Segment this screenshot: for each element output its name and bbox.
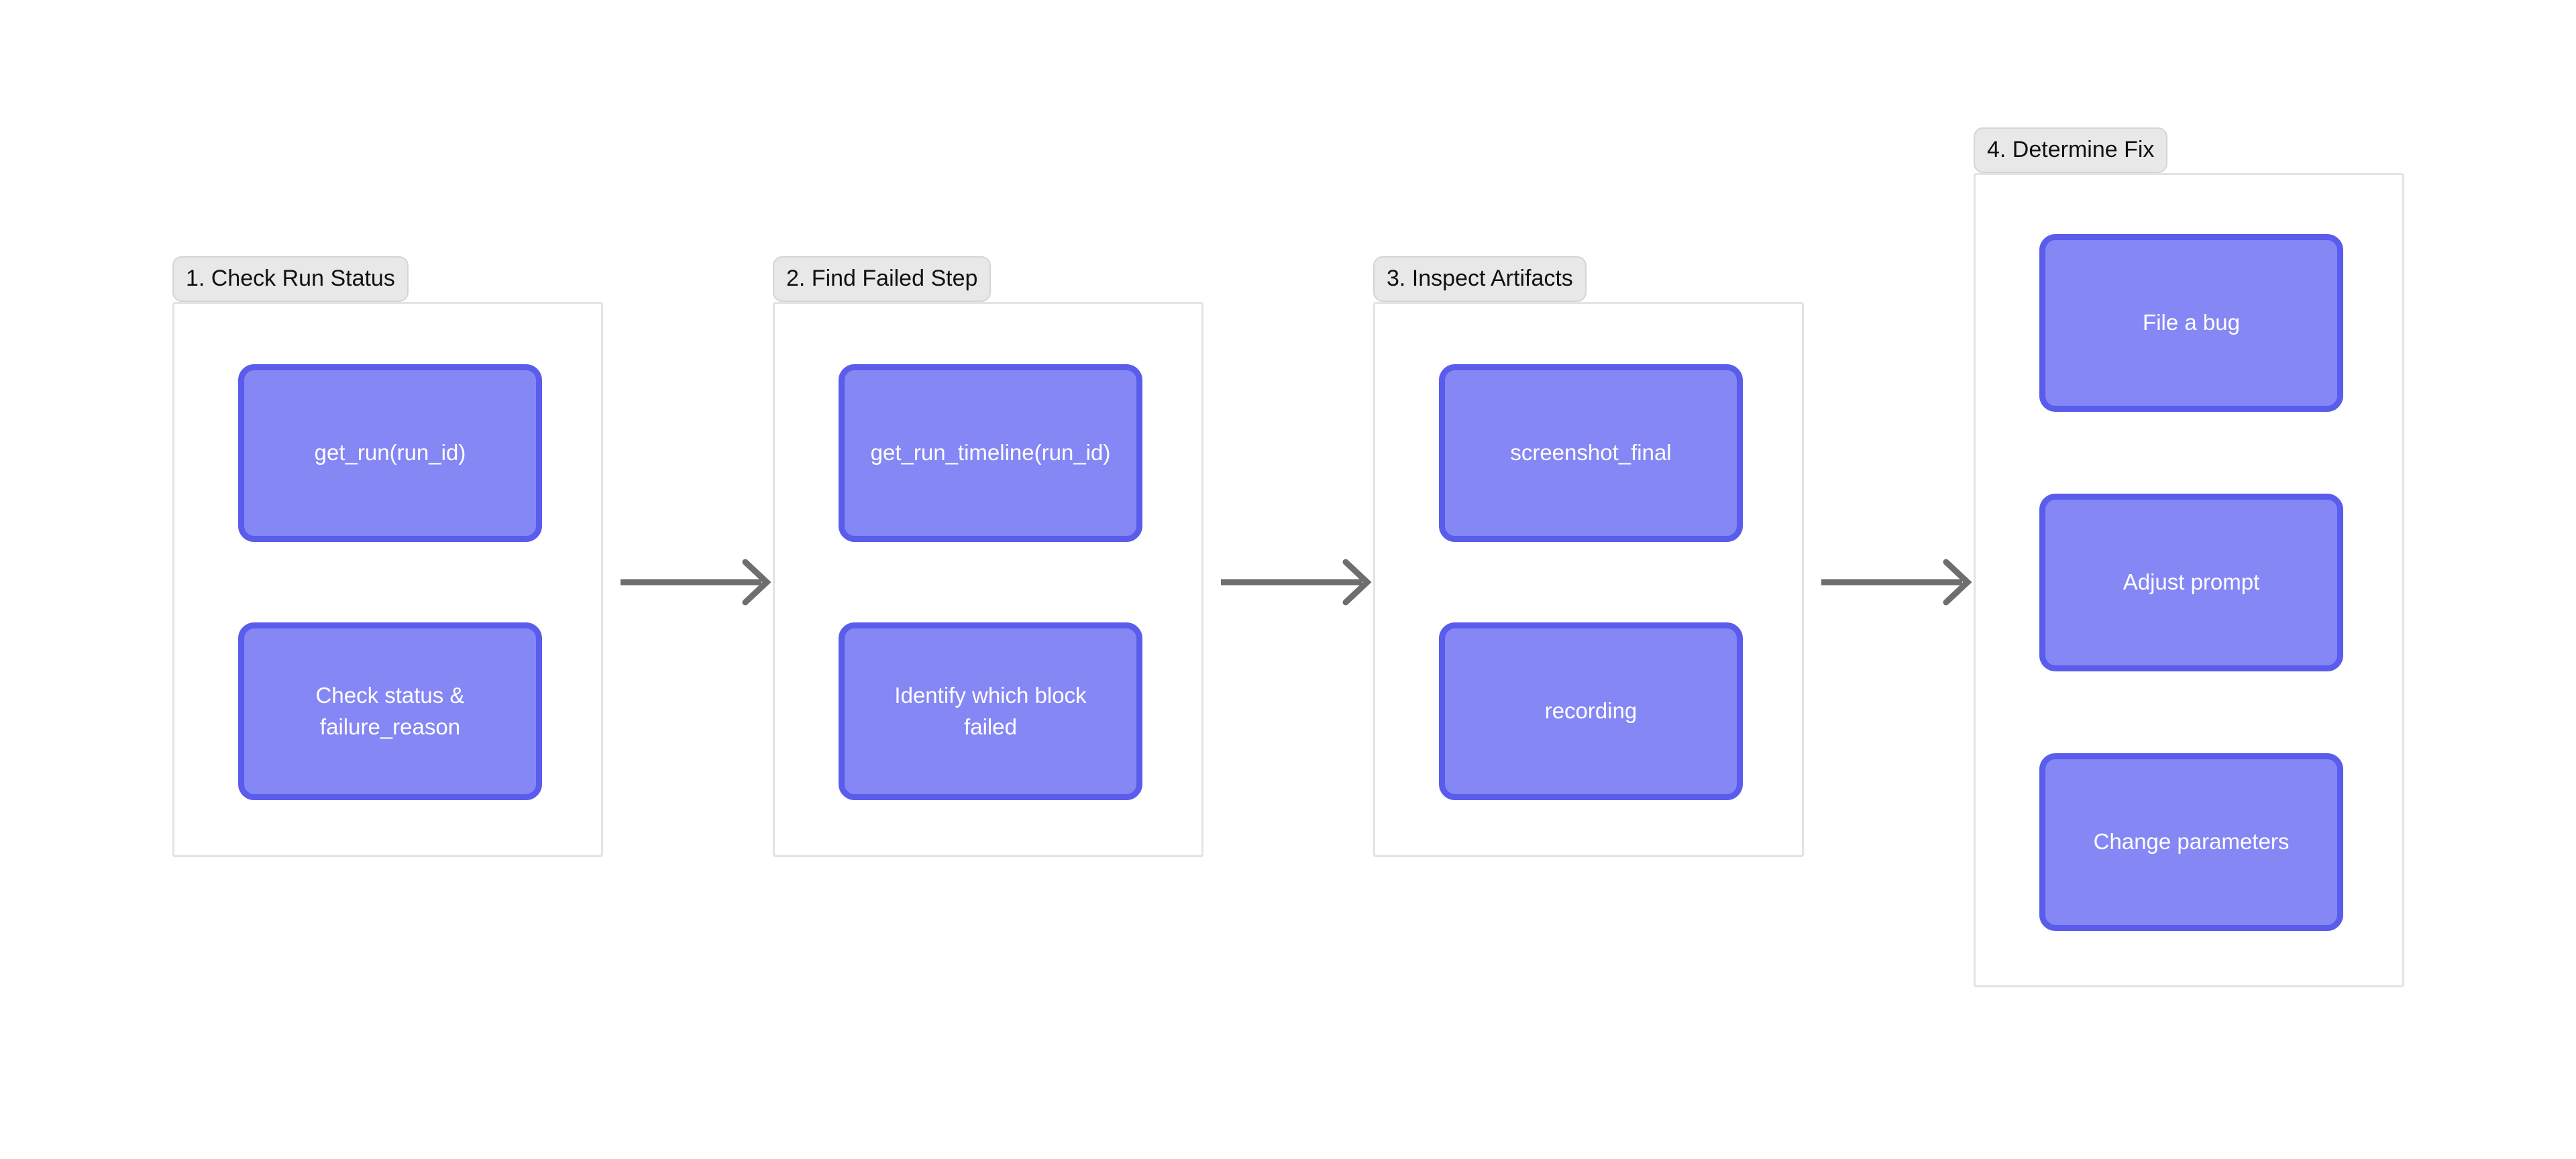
group-label-1: 1. Check Run Status <box>172 256 409 302</box>
group-label-2: 2. Find Failed Step <box>773 256 991 302</box>
node-file-a-bug[interactable]: File a bug <box>2039 234 2343 412</box>
group-find-failed-step: 2. Find Failed Step get_run_timeline(run… <box>773 256 1206 860</box>
group-box-1: get_run(run_id) Check status & failure_r… <box>172 302 603 857</box>
node-adjust-prompt[interactable]: Adjust prompt <box>2039 494 2343 671</box>
group-box-2: get_run_timeline(run_id) Identify which … <box>773 302 1203 857</box>
node-adjust-prompt-label: Adjust prompt <box>2123 569 2260 595</box>
node-get-run-timeline[interactable]: get_run_timeline(run_id) <box>839 364 1142 542</box>
node-check-status[interactable]: Check status & failure_reason <box>238 622 542 800</box>
group-label-3: 3. Inspect Artifacts <box>1373 256 1587 302</box>
node-file-a-bug-label: File a bug <box>2143 310 2240 335</box>
node-change-parameters[interactable]: Change parameters <box>2039 753 2343 931</box>
group-box-3: screenshot_final recording <box>1373 302 1804 857</box>
group-label-4: 4. Determine Fix <box>1974 127 2168 173</box>
node-identify-block-label: Identify which block failed <box>894 682 1087 739</box>
arrow-group3-to-group4 <box>1821 558 1976 606</box>
node-get-run-timeline-label: get_run_timeline(run_id) <box>870 440 1111 465</box>
node-screenshot-final[interactable]: screenshot_final <box>1439 364 1743 542</box>
group-determine-fix: 4. Determine Fix File a bug Adjust promp… <box>1974 127 2407 993</box>
node-get-run[interactable]: get_run(run_id) <box>238 364 542 542</box>
arrow-group2-to-group3 <box>1221 558 1375 606</box>
node-check-status-label: Check status & failure_reason <box>315 682 465 739</box>
node-change-parameters-label: Change parameters <box>2093 829 2290 854</box>
node-recording[interactable]: recording <box>1439 622 1743 800</box>
group-check-run-status: 1. Check Run Status get_run(run_id) Chec… <box>172 256 606 860</box>
node-screenshot-final-label: screenshot_final <box>1510 440 1672 465</box>
group-box-4: File a bug Adjust prompt Change paramete… <box>1974 173 2404 987</box>
group-inspect-artifacts: 3. Inspect Artifacts screenshot_final re… <box>1373 256 1807 860</box>
node-identify-block[interactable]: Identify which block failed <box>839 622 1142 800</box>
arrow-group1-to-group2 <box>621 558 775 606</box>
node-recording-label: recording <box>1544 698 1638 724</box>
node-get-run-label: get_run(run_id) <box>314 440 466 465</box>
